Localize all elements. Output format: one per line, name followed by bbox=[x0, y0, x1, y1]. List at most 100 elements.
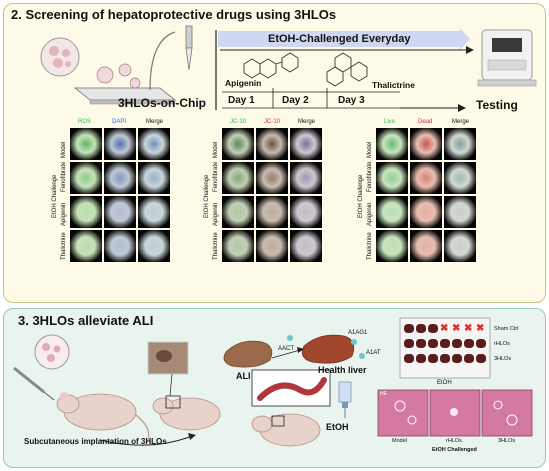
liver-cross-mark: ✖ bbox=[464, 323, 473, 334]
liver-sample bbox=[440, 339, 450, 348]
grid0-side-label: EtOH Challenge bbox=[52, 174, 58, 218]
liver-sample bbox=[404, 339, 414, 348]
micrograph-tile bbox=[444, 196, 476, 228]
liver-sample bbox=[452, 354, 462, 363]
liver-sample bbox=[428, 339, 438, 348]
micrograph-tile bbox=[410, 196, 442, 228]
grid2-col-label-2: Merge bbox=[452, 119, 470, 125]
health-liver-label: Health liver bbox=[318, 365, 367, 375]
micrograph-tile bbox=[410, 230, 442, 262]
histo-tag: HE bbox=[380, 391, 387, 397]
grid0-row-label-3: Thalictrine bbox=[61, 232, 67, 260]
liver-sample bbox=[440, 354, 450, 363]
micrograph-tile bbox=[70, 230, 102, 262]
drug-apigenin-label: Apigenin bbox=[225, 78, 262, 88]
micrograph-tile bbox=[410, 162, 442, 194]
micrograph-tile bbox=[138, 128, 170, 160]
micrograph-tile bbox=[290, 128, 322, 160]
grid1-row-label-1: Fenofibrate bbox=[213, 161, 219, 192]
liver-sample bbox=[404, 354, 414, 363]
micrograph-tile bbox=[444, 230, 476, 262]
micrograph-tile bbox=[104, 230, 136, 262]
micrograph-tile bbox=[222, 230, 254, 262]
liver-caption: EtOH bbox=[437, 380, 452, 386]
grid2-row-label-0: Model bbox=[367, 141, 373, 158]
micrograph-tile bbox=[104, 162, 136, 194]
histo-label-model: Model bbox=[392, 438, 407, 444]
micrograph-tile bbox=[222, 128, 254, 160]
liver-row-sham: Sham Ctrl bbox=[494, 326, 519, 332]
grid0-col-label-0: ROS bbox=[78, 119, 92, 125]
liver-sample bbox=[416, 324, 426, 333]
micrograph-tile bbox=[376, 196, 408, 228]
liver-row-rhlos: rHLOs bbox=[494, 341, 510, 347]
day2-label: Day 2 bbox=[282, 95, 309, 106]
micrograph-tile bbox=[376, 162, 408, 194]
day1-label: Day 1 bbox=[228, 95, 255, 106]
micrograph-tile bbox=[70, 162, 102, 194]
micrograph-tile bbox=[256, 162, 288, 194]
grid0-row-label-0: Model bbox=[61, 141, 67, 158]
liver-cross-mark: ✖ bbox=[476, 323, 485, 334]
micrograph-tile bbox=[256, 230, 288, 262]
micrograph-tile bbox=[138, 162, 170, 194]
micrograph-tile bbox=[138, 230, 170, 262]
micrograph-tile bbox=[376, 230, 408, 262]
micrograph-tile bbox=[70, 196, 102, 228]
etoh-label: EtOH bbox=[326, 422, 349, 432]
liver-sample bbox=[416, 354, 426, 363]
day3-label: Day 3 bbox=[338, 95, 365, 106]
grid1-col-label-2: Merge bbox=[298, 119, 316, 125]
implant-label: Subcutaneous implantation of 3HLOs bbox=[24, 437, 167, 446]
liver-sample bbox=[416, 339, 426, 348]
panel2-title: 2. Screening of hepatoprotective drugs u… bbox=[11, 7, 337, 22]
micrograph-tile bbox=[256, 196, 288, 228]
grid0-row-label-2: Apigenin bbox=[61, 202, 67, 226]
liver-sample bbox=[452, 339, 462, 348]
micrograph-tile bbox=[104, 196, 136, 228]
micrograph-tile bbox=[376, 128, 408, 160]
grid1-row-label-3: Thalictrine bbox=[213, 232, 219, 260]
grid1-col-label-1: JC-10 bbox=[264, 119, 281, 125]
micrograph-tile bbox=[290, 162, 322, 194]
grid2-row-label-3: Thalictrine bbox=[367, 232, 373, 260]
liver-sample bbox=[464, 354, 474, 363]
liver-cross-mark: ✖ bbox=[452, 323, 461, 334]
liver-sample bbox=[428, 354, 438, 363]
liver-sample bbox=[404, 324, 414, 333]
micrograph-tile bbox=[70, 128, 102, 160]
protein-aact: AACT bbox=[278, 346, 295, 352]
grid2-side-label: EtOH Challenge bbox=[358, 174, 364, 218]
drug-thalictrine-label: Thalictrine bbox=[372, 80, 415, 90]
micrograph-tile bbox=[444, 162, 476, 194]
grid2-row-label-1: Fenofibrate bbox=[367, 161, 373, 192]
liver-sample bbox=[464, 339, 474, 348]
grid0-col-label-2: Merge bbox=[146, 119, 164, 125]
micrograph-tile bbox=[290, 230, 322, 262]
micrograph-tile bbox=[222, 196, 254, 228]
grid0-row-label-1: Fenofibrate bbox=[61, 161, 67, 192]
histo-label-rhlos: rHLOs bbox=[446, 438, 462, 444]
panel3-title: 3. 3HLOs alleviate ALI bbox=[18, 313, 154, 328]
grid1-col-label-0: JC-10 bbox=[230, 119, 247, 125]
chip-label: 3HLOs-on-Chip bbox=[118, 96, 206, 110]
liver-cross-mark: ✖ bbox=[440, 323, 449, 334]
grid2-col-label-1: Dead bbox=[418, 119, 433, 125]
grid0-col-label-1: DAPI bbox=[112, 119, 127, 125]
liver-sample bbox=[428, 324, 438, 333]
grid1-row-label-0: Model bbox=[213, 141, 219, 158]
grid2-col-label-0: Live bbox=[384, 119, 396, 125]
protein-a1ag1: A1AG1 bbox=[348, 330, 368, 336]
micrograph-tile bbox=[444, 128, 476, 160]
liver-row-3hlos: 3HLOs bbox=[494, 356, 512, 362]
protein-a1at: A1AT bbox=[366, 350, 381, 356]
grid1-side-label: EtOH Challenge bbox=[204, 174, 210, 218]
grid1-row-label-2: Apigenin bbox=[213, 202, 219, 226]
ali-label: ALI bbox=[236, 371, 251, 381]
testing-label: Testing bbox=[476, 98, 518, 112]
histo-label-3hlos: 3HLOs bbox=[498, 438, 516, 444]
liver-sample bbox=[476, 354, 486, 363]
micrograph-tile bbox=[138, 196, 170, 228]
micrograph-tile bbox=[256, 128, 288, 160]
micrograph-tile bbox=[290, 196, 322, 228]
